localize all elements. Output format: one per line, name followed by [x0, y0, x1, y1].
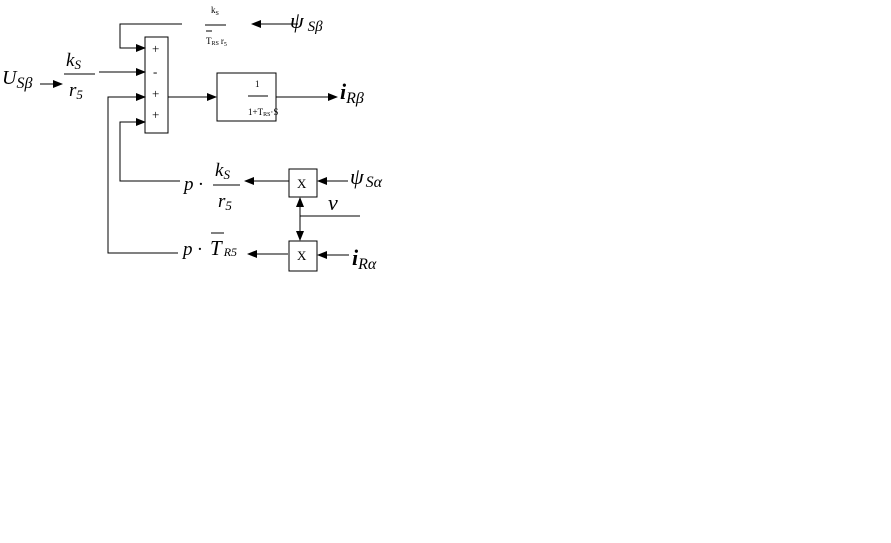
multiplier-1 [288, 168, 318, 198]
u-s-beta-label: USβ [2, 67, 32, 92]
summer-sign-2: - [153, 64, 157, 79]
feedback-wire-top [119, 23, 182, 52]
svg-text:kS: kS [215, 160, 230, 182]
transfer-den: 1+TRS·S [248, 107, 278, 118]
i-r-alpha-label: iRα [352, 245, 377, 273]
i-r-beta-label: iRβ [340, 79, 364, 107]
deriv-block-1: p · kS r5 [182, 160, 240, 213]
multiplier-2 [288, 240, 318, 272]
svg-text:kS: kS [66, 50, 81, 72]
input-gain-block: kS r5 [64, 50, 95, 102]
nu-label: ν [328, 190, 338, 215]
summer-sign-4: + [152, 107, 159, 122]
summer-sign-1: + [152, 41, 159, 56]
transfer-block [216, 72, 277, 122]
svg-text:r5: r5 [69, 80, 83, 102]
svg-text:kS: kS [211, 5, 219, 17]
multiplier-2-label: X [297, 248, 307, 263]
summer-sign-3: + [152, 86, 159, 101]
deriv-1-feedback-wire [119, 118, 180, 182]
svg-text:TR5: TR5 [210, 236, 237, 260]
svg-text:p ·: p · [181, 239, 202, 260]
svg-text:r5: r5 [218, 191, 232, 213]
transfer-num: 1 [255, 79, 260, 89]
multiplier-1-label: X [297, 176, 307, 191]
deriv-2-feedback-wire [107, 93, 178, 254]
summing-junction [144, 36, 169, 134]
svg-text:p ·: p · [182, 174, 203, 195]
